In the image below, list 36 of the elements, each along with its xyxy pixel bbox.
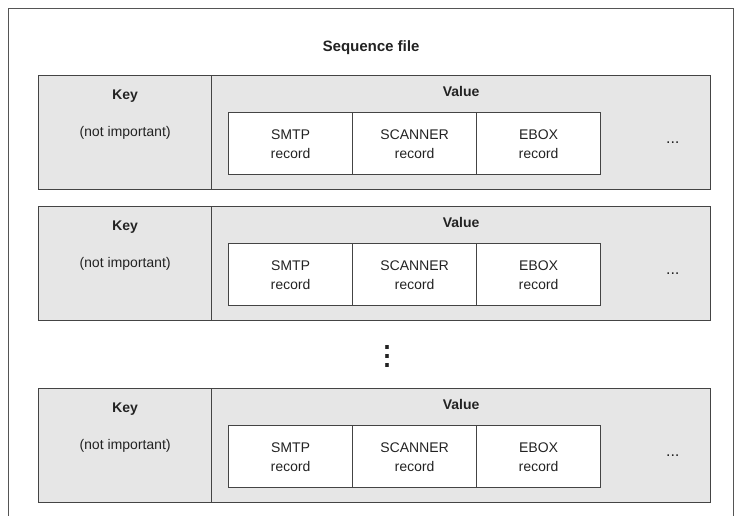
file-frame — [8, 8, 734, 516]
record-cell — [352, 243, 477, 306]
record-cell — [352, 425, 477, 488]
ellipsis: ... — [666, 443, 680, 461]
record-row — [38, 388, 711, 503]
record-label: EBOX record — [518, 438, 558, 476]
record-label: EBOX record — [518, 124, 558, 162]
key-heading: Key — [112, 216, 138, 235]
record-cell — [228, 112, 353, 175]
record-label: SCANNER record — [380, 438, 449, 476]
record-label: SMTP record — [270, 438, 310, 476]
record-label: SMTP record — [270, 256, 310, 294]
ellipsis: ⋮ — [374, 340, 400, 371]
record-cell — [476, 425, 601, 488]
record-label: SCANNER record — [380, 124, 449, 162]
value-heading: Value — [442, 213, 480, 232]
ellipsis: ... — [666, 130, 680, 148]
key-heading: Key — [112, 85, 138, 104]
title: Sequence file — [322, 37, 420, 56]
key-note: (not important) — [79, 435, 171, 454]
record-row — [38, 75, 711, 190]
record-row — [38, 206, 711, 321]
record-label: SCANNER record — [380, 256, 449, 294]
record-cell — [228, 425, 353, 488]
value-heading: Value — [442, 395, 480, 414]
record-cell — [352, 112, 477, 175]
ellipsis: ... — [666, 261, 680, 279]
record-label: EBOX record — [518, 256, 558, 294]
record-cell — [476, 243, 601, 306]
record-label: SMTP record — [270, 124, 310, 162]
record-cell — [228, 243, 353, 306]
value-heading: Value — [442, 82, 480, 101]
key-heading: Key — [112, 398, 138, 417]
record-cell — [476, 112, 601, 175]
key-note: (not important) — [79, 122, 171, 141]
key-note: (not important) — [79, 253, 171, 272]
